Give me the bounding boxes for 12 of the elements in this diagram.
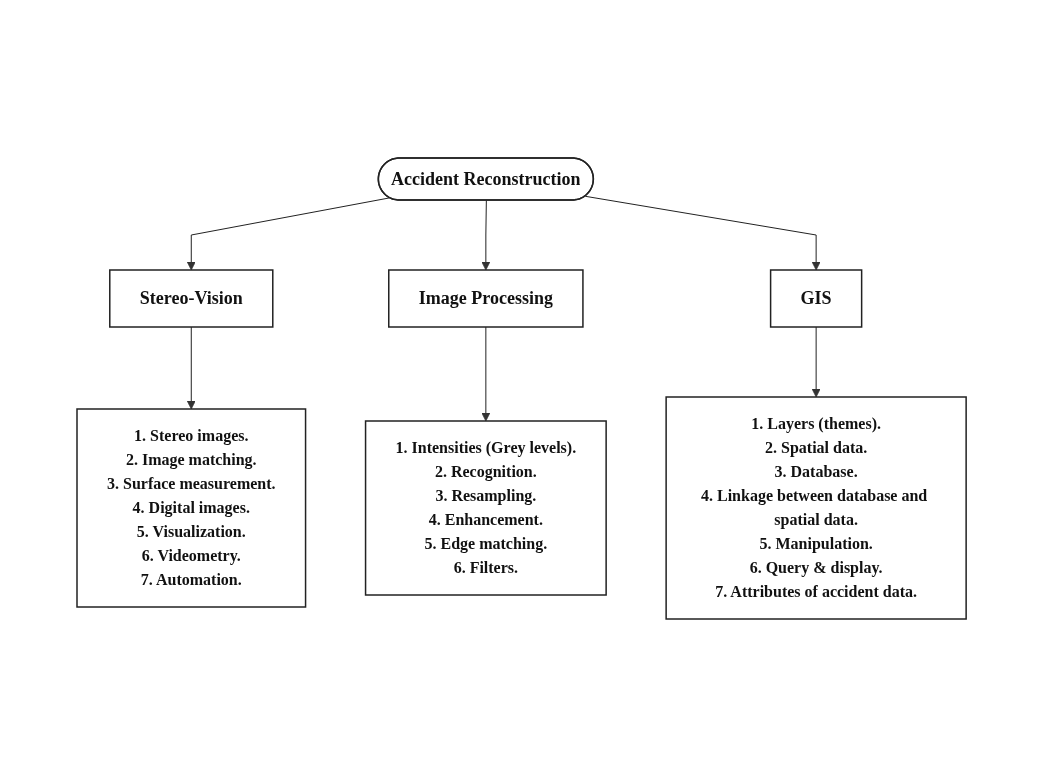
node-box: GIS: [770, 268, 863, 328]
arrow: [481, 326, 491, 421]
node-box: Image Processing: [388, 268, 585, 328]
arrow: [812, 326, 821, 397]
arrow: [187, 196, 391, 270]
node-box: 1. Layers (themes). 2. Spatial data. 3. Database. 4. Linkage between database and spatial data. 5. Manipulation. 6. Query & display. 7. Attributes of accident data.: [665, 395, 968, 620]
node-box: 1. Intensities (Grey levels). 2. Recognition. 3. Resampling. 4. Enhancement. 5. Edge matching. 6. Filters.: [365, 419, 608, 596]
arrow: [585, 195, 821, 270]
node-box: 1. Stereo images. 2. Image matching. 3. Surface measurement. 4. Digital images. 5. Visualization. 6. Videometry. 7. Automation.: [76, 407, 307, 608]
arrow: [187, 326, 197, 409]
node-box: Stereo-Vision: [109, 268, 274, 328]
arrow: [481, 199, 491, 270]
